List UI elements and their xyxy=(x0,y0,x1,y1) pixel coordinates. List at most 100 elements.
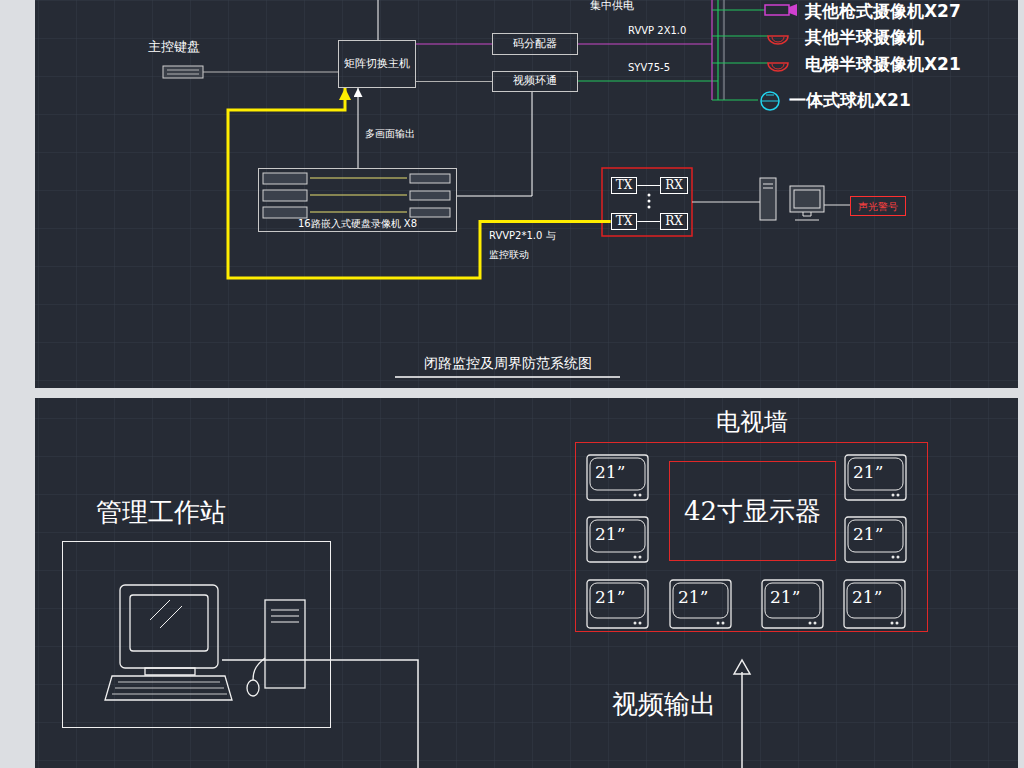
video-output-arrow xyxy=(741,672,743,768)
workstation-illustration xyxy=(120,585,218,668)
monitor: 21” xyxy=(844,516,907,563)
node-label: TX xyxy=(616,215,633,228)
monitor-button xyxy=(897,556,900,559)
camera-icon xyxy=(761,95,779,101)
monitor-frame xyxy=(762,580,823,628)
camera-bus xyxy=(578,0,768,100)
monitor-button xyxy=(892,556,895,559)
dvr-unit xyxy=(263,190,307,201)
annotation: 其他半球摄像机 xyxy=(805,28,924,48)
monitor: 21” xyxy=(843,579,906,629)
connector xyxy=(416,81,492,82)
connector xyxy=(637,185,660,186)
node-label: 21” xyxy=(853,463,883,482)
monitor-screen xyxy=(673,583,728,618)
monitor-button xyxy=(814,622,817,625)
computer-icon xyxy=(763,184,773,188)
video-output-arrow xyxy=(734,660,750,768)
keyboard-icon xyxy=(203,72,338,73)
monitor: 21” xyxy=(844,454,907,501)
workstation-illustration xyxy=(271,610,299,622)
monitor-screen xyxy=(848,520,903,552)
connector-label: RVVP2*1.0 与监控联动 xyxy=(489,226,561,264)
diagram-title: 闭路监控及周界防范系统图 xyxy=(395,355,620,371)
monitor-frame xyxy=(587,517,648,562)
camera-icon xyxy=(768,36,788,44)
connector xyxy=(416,43,492,44)
annotation: 主控键盘 xyxy=(148,40,200,55)
monitor-button xyxy=(639,556,642,559)
annotation: 集中供电 xyxy=(590,0,634,13)
monitor-frame xyxy=(844,580,905,628)
monitor-frame xyxy=(845,517,906,562)
device-box: 视频环通 xyxy=(492,71,578,92)
panel xyxy=(35,398,1018,768)
camera-icon xyxy=(765,5,789,15)
annotation: 其他枪式摄像机X27 xyxy=(805,2,961,22)
computer-icon xyxy=(692,202,760,203)
connector xyxy=(457,92,532,196)
camera-bus xyxy=(724,0,725,100)
workstation-illustration xyxy=(265,600,305,688)
panel-heading: 管理工作站 xyxy=(96,498,226,527)
monitor-frame xyxy=(670,580,731,628)
annotation: SYV75-5 xyxy=(628,62,670,74)
node-label: 21” xyxy=(595,463,625,482)
camera-bus xyxy=(711,0,712,100)
dvr-unit xyxy=(263,173,450,218)
workstation-illustration xyxy=(253,658,265,680)
transceiver-frame xyxy=(602,168,692,236)
monitor-button xyxy=(717,622,720,625)
monitor-button xyxy=(809,622,812,625)
monitor: 21” xyxy=(669,579,732,629)
annotation: 视频输出 xyxy=(612,690,716,720)
keyboard-icon xyxy=(167,70,199,74)
computer-icon xyxy=(760,178,776,220)
dvr-unit xyxy=(410,208,450,217)
monitor-frame xyxy=(587,580,648,628)
monitor: 21” xyxy=(586,454,649,501)
node-label: 矩阵切换主机 xyxy=(344,58,410,70)
dvr-unit xyxy=(410,174,450,183)
workstation-illustration xyxy=(130,595,208,651)
camera-icon xyxy=(761,92,779,110)
annotation: RVVP 2X1.0 xyxy=(628,25,686,37)
connector xyxy=(228,88,611,278)
monitor-screen xyxy=(590,520,645,552)
monitor-screen xyxy=(590,583,645,618)
large-display: 42寸显示器 xyxy=(669,461,836,561)
workstation-illustration xyxy=(105,676,232,700)
wire xyxy=(378,0,379,40)
transceiver-box: TX xyxy=(611,213,638,230)
monitor-button xyxy=(639,622,642,625)
panel-heading: 电视墙 xyxy=(576,409,927,435)
camera-icon xyxy=(768,63,788,71)
camera-bus xyxy=(578,43,712,44)
title-underline xyxy=(395,376,620,378)
node-label: RX xyxy=(665,215,683,228)
node-label: TX xyxy=(616,179,633,192)
monitor-screen xyxy=(847,583,902,618)
panel xyxy=(35,0,1018,388)
monitor-button xyxy=(722,622,725,625)
dvr-unit xyxy=(263,173,307,184)
alarm-box: 声光警号 xyxy=(850,196,906,216)
monitor-screen xyxy=(848,458,903,490)
dvr-unit xyxy=(310,178,407,212)
connector-label: 多画面输出 xyxy=(365,128,415,140)
wire xyxy=(378,0,379,40)
camera-icon xyxy=(772,64,784,69)
panel xyxy=(35,398,1018,768)
camera-bus xyxy=(717,0,718,100)
camera-icon xyxy=(772,37,784,42)
workstation-illustration xyxy=(112,682,227,694)
monitor-button xyxy=(639,494,642,497)
node-label: RX xyxy=(665,179,683,192)
node-label: 21” xyxy=(595,525,625,544)
monitor-screen xyxy=(765,583,820,618)
dvr-unit xyxy=(410,191,450,200)
transceiver-frame xyxy=(648,200,651,203)
camera-icon xyxy=(789,4,797,16)
annotation: 电梯半球摄像机X21 xyxy=(805,55,961,75)
